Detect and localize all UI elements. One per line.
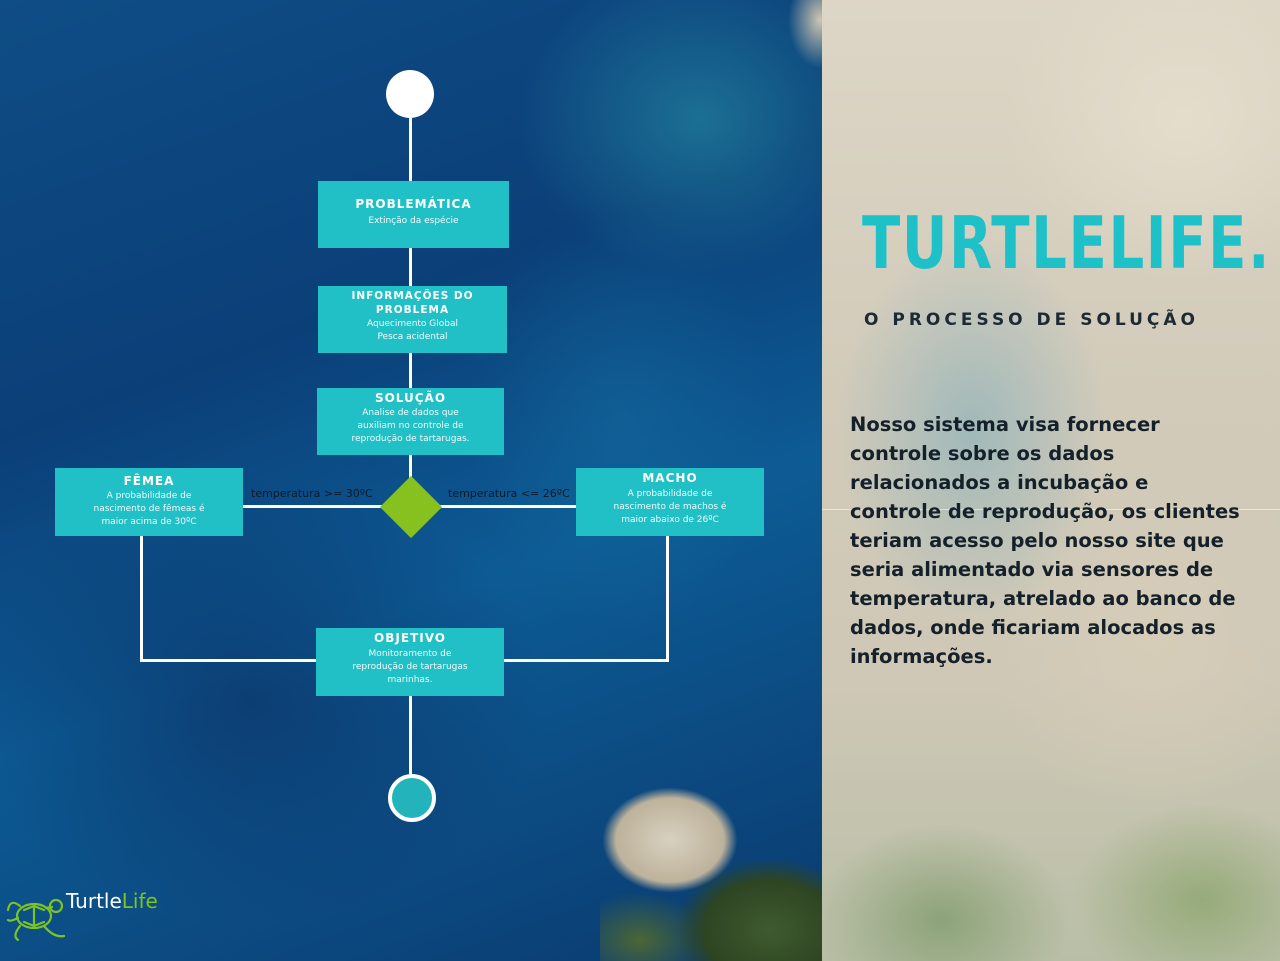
connector-problem-info [409, 248, 412, 286]
edge-label-male: temperatura <= 26ºC [448, 487, 570, 500]
solution-desc: Analise de dados que auxiliam no control… [351, 408, 470, 444]
logo-text: TurtleLife [66, 889, 158, 913]
panel-divider-line [822, 509, 1280, 510]
info-title: INFORMAÇÕES DO PROBLEMA [351, 290, 474, 316]
female-desc: A probabilidade de nascimento de fêmeas … [93, 491, 205, 527]
solution-title: SOLUÇÃO [374, 391, 447, 405]
female-box: FÊMEA A probabilidade de nascimento de f… [55, 468, 243, 536]
cliff-panel-background [822, 0, 1280, 961]
male-title: MACHO [642, 471, 698, 485]
logo-text-accent: Life [121, 889, 158, 913]
connector-decision-male [440, 505, 576, 508]
connector-female-objective [140, 659, 317, 662]
male-desc: A probabilidade de nascimento de machos … [613, 489, 727, 525]
male-box: MACHO A probabilidade de nascimento de m… [576, 468, 764, 536]
female-title: FÊMEA [123, 474, 175, 488]
end-node [388, 774, 436, 822]
logo-text-main: Turtle [66, 889, 122, 913]
objective-desc: Monitoramento de reprodução de tartaruga… [352, 649, 468, 685]
description-text: Nosso sistema visa fornecer controle sob… [850, 413, 1240, 668]
turtle-logo-icon [6, 898, 66, 942]
connector-female-down [140, 536, 143, 662]
solution-box: SOLUÇÃO Analise de dados que auxiliam no… [317, 388, 504, 455]
objective-box: OBJETIVO Monitoramento de reprodução de … [316, 628, 504, 696]
brand-title: TURTLELIFE. [862, 201, 1272, 285]
edge-label-female: temperatura >= 30ºC [251, 487, 373, 500]
start-node [386, 70, 434, 118]
connector-male-down [666, 536, 669, 662]
info-box: INFORMAÇÕES DO PROBLEMA Aquecimento Glob… [318, 286, 507, 353]
connector-objective-end [409, 696, 412, 774]
problem-title: PROBLEMÁTICA [355, 197, 472, 211]
objective-title: OBJETIVO [374, 631, 446, 645]
problem-desc: Extinção da espécie [368, 216, 459, 226]
connector-decision-female [243, 505, 383, 508]
connector-info-solution [409, 353, 412, 388]
cliff-image-bottom [600, 780, 822, 961]
connector-solution-decision [409, 455, 412, 483]
subtitle: O PROCESSO DE SOLUÇÃO [864, 310, 1200, 330]
connector-male-objective [504, 659, 669, 662]
connector-start-problem [409, 118, 412, 181]
info-desc: Aquecimento Global Pesca acidental [366, 319, 458, 342]
problem-box: PROBLEMÁTICA Extinção da espécie [318, 181, 509, 248]
